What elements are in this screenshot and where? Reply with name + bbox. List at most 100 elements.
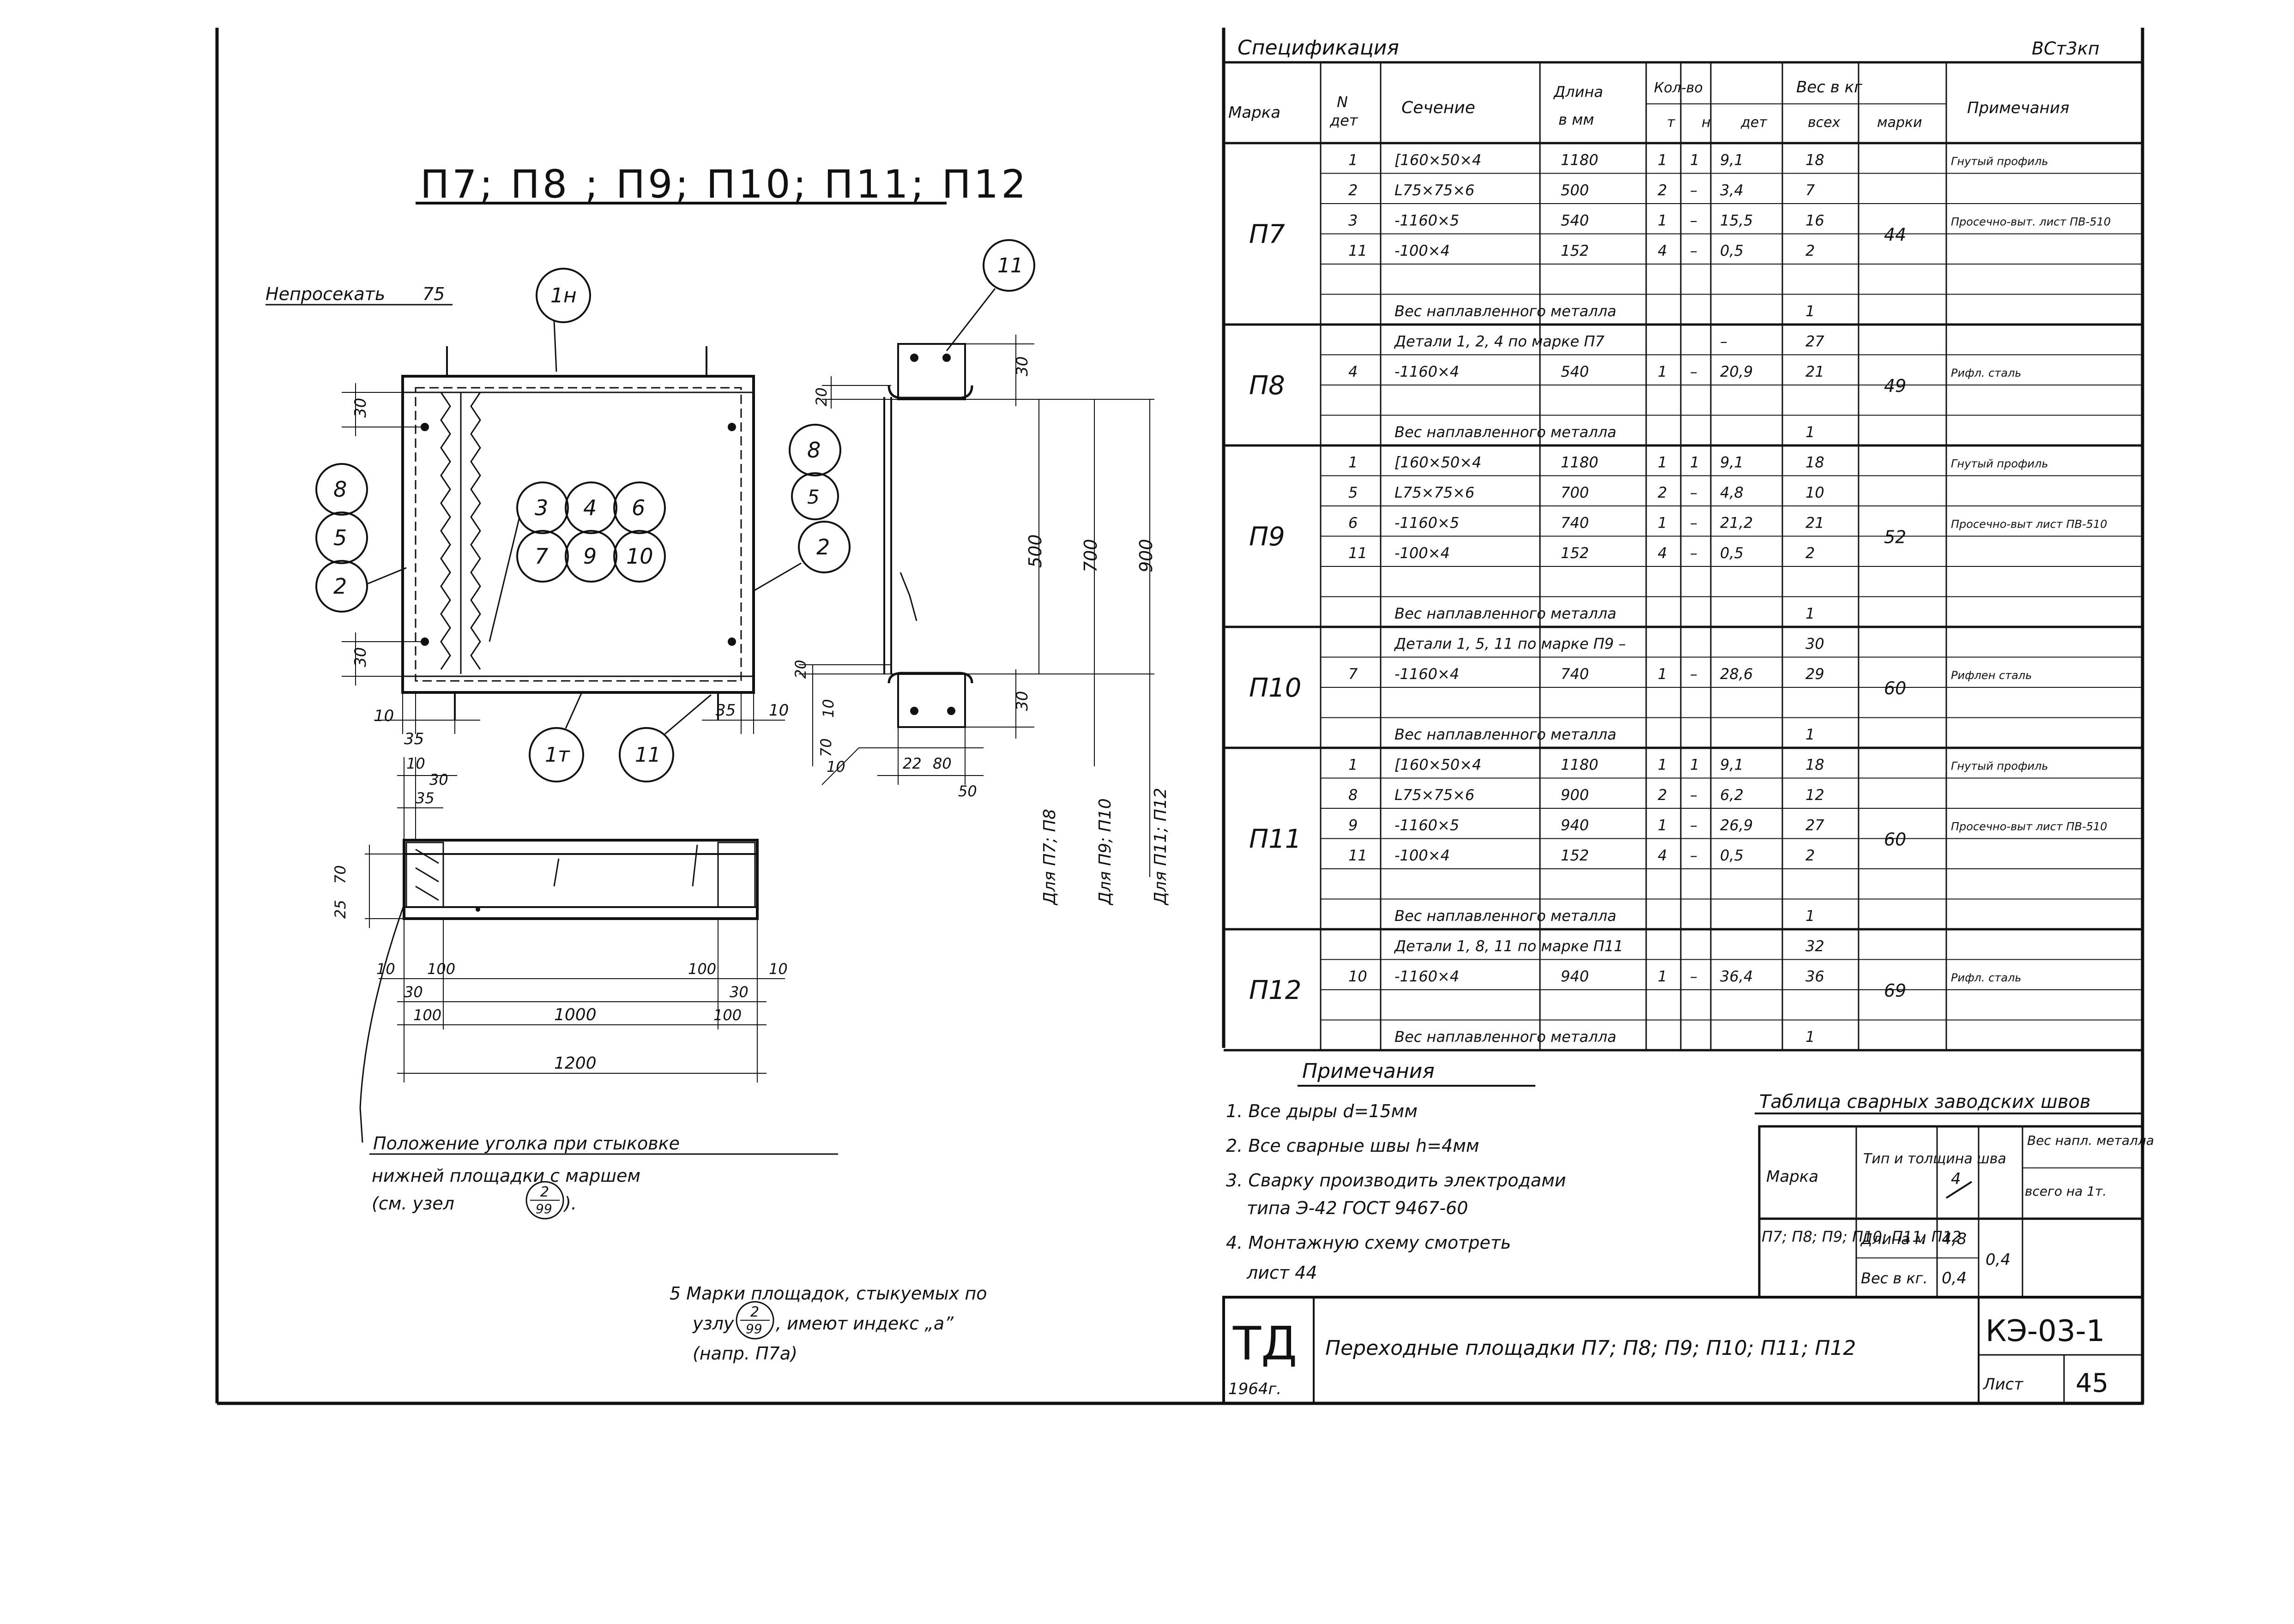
spec-cell-no: 3 bbox=[1348, 212, 1358, 229]
spec-cell-n: – bbox=[1690, 242, 1697, 259]
section-dim-900: 900 bbox=[1136, 539, 1156, 572]
spec-cell-no: 1 bbox=[1348, 756, 1358, 774]
spec-cell-wdet: 20,9 bbox=[1720, 363, 1753, 380]
spec-cell-section: Детали 1, 8, 11 по марке П11 bbox=[1394, 938, 1623, 955]
spec-h-no2: дет bbox=[1329, 112, 1358, 129]
title-sheet-no: 45 bbox=[2076, 1368, 2108, 1398]
weld-length-value: 4,8 bbox=[1942, 1230, 1967, 1248]
section-view: 11 30 20 500 700 900 20 10 70 bbox=[792, 239, 1170, 906]
section-dim-700: 700 bbox=[1081, 539, 1101, 572]
spec-cell-wdet: 3,4 bbox=[1720, 181, 1744, 199]
spec-cell-section: -100×4 bbox=[1395, 242, 1450, 259]
spec-cell-wall: 1 bbox=[1805, 423, 1815, 441]
spec-cell-section: Вес наплавленного металла bbox=[1395, 726, 1617, 743]
spec-cell-wall: 1 bbox=[1805, 302, 1815, 320]
callout-10: 10 bbox=[626, 544, 653, 569]
spec-cell-wall: 18 bbox=[1805, 151, 1824, 169]
notes: Примечания 1. Все дыры d=15мм 2. Все сва… bbox=[1226, 1059, 1566, 1283]
spec-cell-section: Вес наплавленного металла bbox=[1395, 423, 1617, 441]
weld-type-value: 4 bbox=[1951, 1170, 1961, 1188]
no-cut-dim: 75 bbox=[423, 284, 445, 304]
spec-cell-note: Просечно-выт. лист ПВ-510 bbox=[1951, 216, 2111, 229]
spec-cell-section: Вес наплавленного металла bbox=[1395, 907, 1617, 925]
spec-cell-wall: 30 bbox=[1805, 635, 1824, 653]
spec-cell-length: 940 bbox=[1561, 968, 1589, 985]
spec-cell-length: 152 bbox=[1561, 544, 1589, 562]
spec-cell-wdet: 6,2 bbox=[1720, 786, 1744, 804]
callout-7: 7 bbox=[535, 544, 548, 569]
section-dim-70: 70 bbox=[817, 738, 835, 757]
section-dim-20-bottom: 20 bbox=[792, 660, 809, 679]
title-code: КЭ-03-1 bbox=[1986, 1314, 2105, 1348]
spec-cell-n: – bbox=[1690, 786, 1697, 804]
spec-cell-n: – bbox=[1690, 181, 1697, 199]
section-dim-22: 22 bbox=[903, 755, 922, 772]
spec-h-note: Примечания bbox=[1967, 99, 2070, 117]
spec-cell-wall: 16 bbox=[1805, 212, 1824, 229]
callout-1t: 1т bbox=[545, 743, 570, 767]
spec-cell-t: 2 bbox=[1658, 181, 1667, 199]
spec-cell-wall: 7 bbox=[1805, 181, 1815, 199]
elev-dim-1000: 1000 bbox=[554, 1005, 597, 1024]
spec-cell-no: 2 bbox=[1348, 181, 1358, 199]
spec-cell-no: 1 bbox=[1348, 454, 1358, 471]
spec-group-weight: 60 bbox=[1884, 678, 1906, 698]
spec-cell-length: 152 bbox=[1561, 242, 1589, 259]
elevation-view: 10 30 35 25 70 10 100 30 100 1000 100 10… bbox=[332, 755, 788, 1143]
plan-dim-35-left: 35 bbox=[404, 730, 424, 748]
spec-h-length2: в мм bbox=[1558, 111, 1594, 128]
spec-cell-wall: 21 bbox=[1805, 363, 1824, 380]
weld-table: Таблица сварных заводских швов Марка Тип… bbox=[1755, 1091, 2154, 1299]
spec-cell-length: 940 bbox=[1561, 817, 1589, 834]
callout-3: 3 bbox=[535, 495, 548, 520]
spec-h-w-mark: марки bbox=[1877, 114, 1922, 131]
spec-cell-section: L75×75×6 bbox=[1395, 181, 1474, 199]
spec-cell-section: -100×4 bbox=[1395, 544, 1450, 562]
spec-cell-length: 700 bbox=[1561, 484, 1589, 501]
spec-h-length1: Длина bbox=[1553, 83, 1603, 101]
elev-dim-35-a: 35 bbox=[416, 789, 435, 807]
spec-cell-no: 8 bbox=[1348, 786, 1358, 804]
spec-cell-length: 540 bbox=[1561, 212, 1589, 229]
spec-cell-n: – bbox=[1690, 514, 1697, 532]
spec-cell-no: 10 bbox=[1348, 968, 1367, 985]
spec-cell-wdet: 0,5 bbox=[1720, 242, 1744, 259]
spec-cell-t: 2 bbox=[1658, 484, 1667, 501]
spec-cell-t: 1 bbox=[1658, 363, 1667, 380]
spec-cell-no: 4 bbox=[1348, 363, 1358, 380]
spec-cell-t: 1 bbox=[1658, 817, 1667, 834]
spec-cell-wall: 21 bbox=[1805, 514, 1824, 532]
callout-right-2: 2 bbox=[816, 535, 830, 559]
spec-cell-n: – bbox=[1690, 363, 1697, 380]
spec-cell-n: – bbox=[1690, 212, 1697, 229]
spec-cell-n: – bbox=[1690, 544, 1697, 562]
spec-cell-length: 1180 bbox=[1561, 151, 1598, 169]
spec-cell-wdet: 9,1 bbox=[1720, 756, 1744, 774]
no-cut-label: Непросекать bbox=[266, 284, 385, 304]
section-dim-10-b2: 10 bbox=[827, 758, 845, 776]
note5-line3: (напр. П7а) bbox=[693, 1343, 797, 1364]
weld-length-label: Длина м bbox=[1860, 1230, 1926, 1248]
note-3: 3. Сварку производить электродами bbox=[1226, 1170, 1566, 1191]
spec-cell-section: -1160×5 bbox=[1395, 817, 1459, 834]
spec-cell-wall: 2 bbox=[1805, 544, 1815, 562]
callout-11-plan: 11 bbox=[635, 743, 661, 767]
weld-metal-header: Вес напл. металла bbox=[2027, 1133, 2154, 1148]
weld-weight-value: 0,4 bbox=[1942, 1269, 1967, 1287]
plan-dim-35-right: 35 bbox=[716, 701, 736, 720]
section-callout-11: 11 bbox=[997, 254, 1023, 277]
section-dim-10-bottom: 10 bbox=[820, 699, 837, 718]
spec-group-mark: П7 bbox=[1249, 220, 1285, 250]
spec-cell-note: Просечно-выт лист ПВ-510 bbox=[1951, 820, 2107, 833]
spec-cell-wall: 12 bbox=[1805, 786, 1824, 804]
spec-cell-n: – bbox=[1690, 817, 1697, 834]
spec-cell-section: -1160×4 bbox=[1395, 665, 1459, 683]
angle-note-line3: (см. узел bbox=[372, 1193, 454, 1214]
spec-cell-wdet: 9,1 bbox=[1720, 454, 1744, 471]
note-4: 4. Монтажную схему смотреть bbox=[1226, 1233, 1511, 1253]
spec-steel: ВСт3кп bbox=[2032, 38, 2100, 59]
spec-cell-wdet: 15,5 bbox=[1720, 212, 1753, 229]
weld-type-header: Тип и толщина шва bbox=[1863, 1151, 2006, 1167]
spec-cell-wall: 29 bbox=[1805, 665, 1824, 683]
elev-dim-30-b: 30 bbox=[404, 983, 423, 1001]
